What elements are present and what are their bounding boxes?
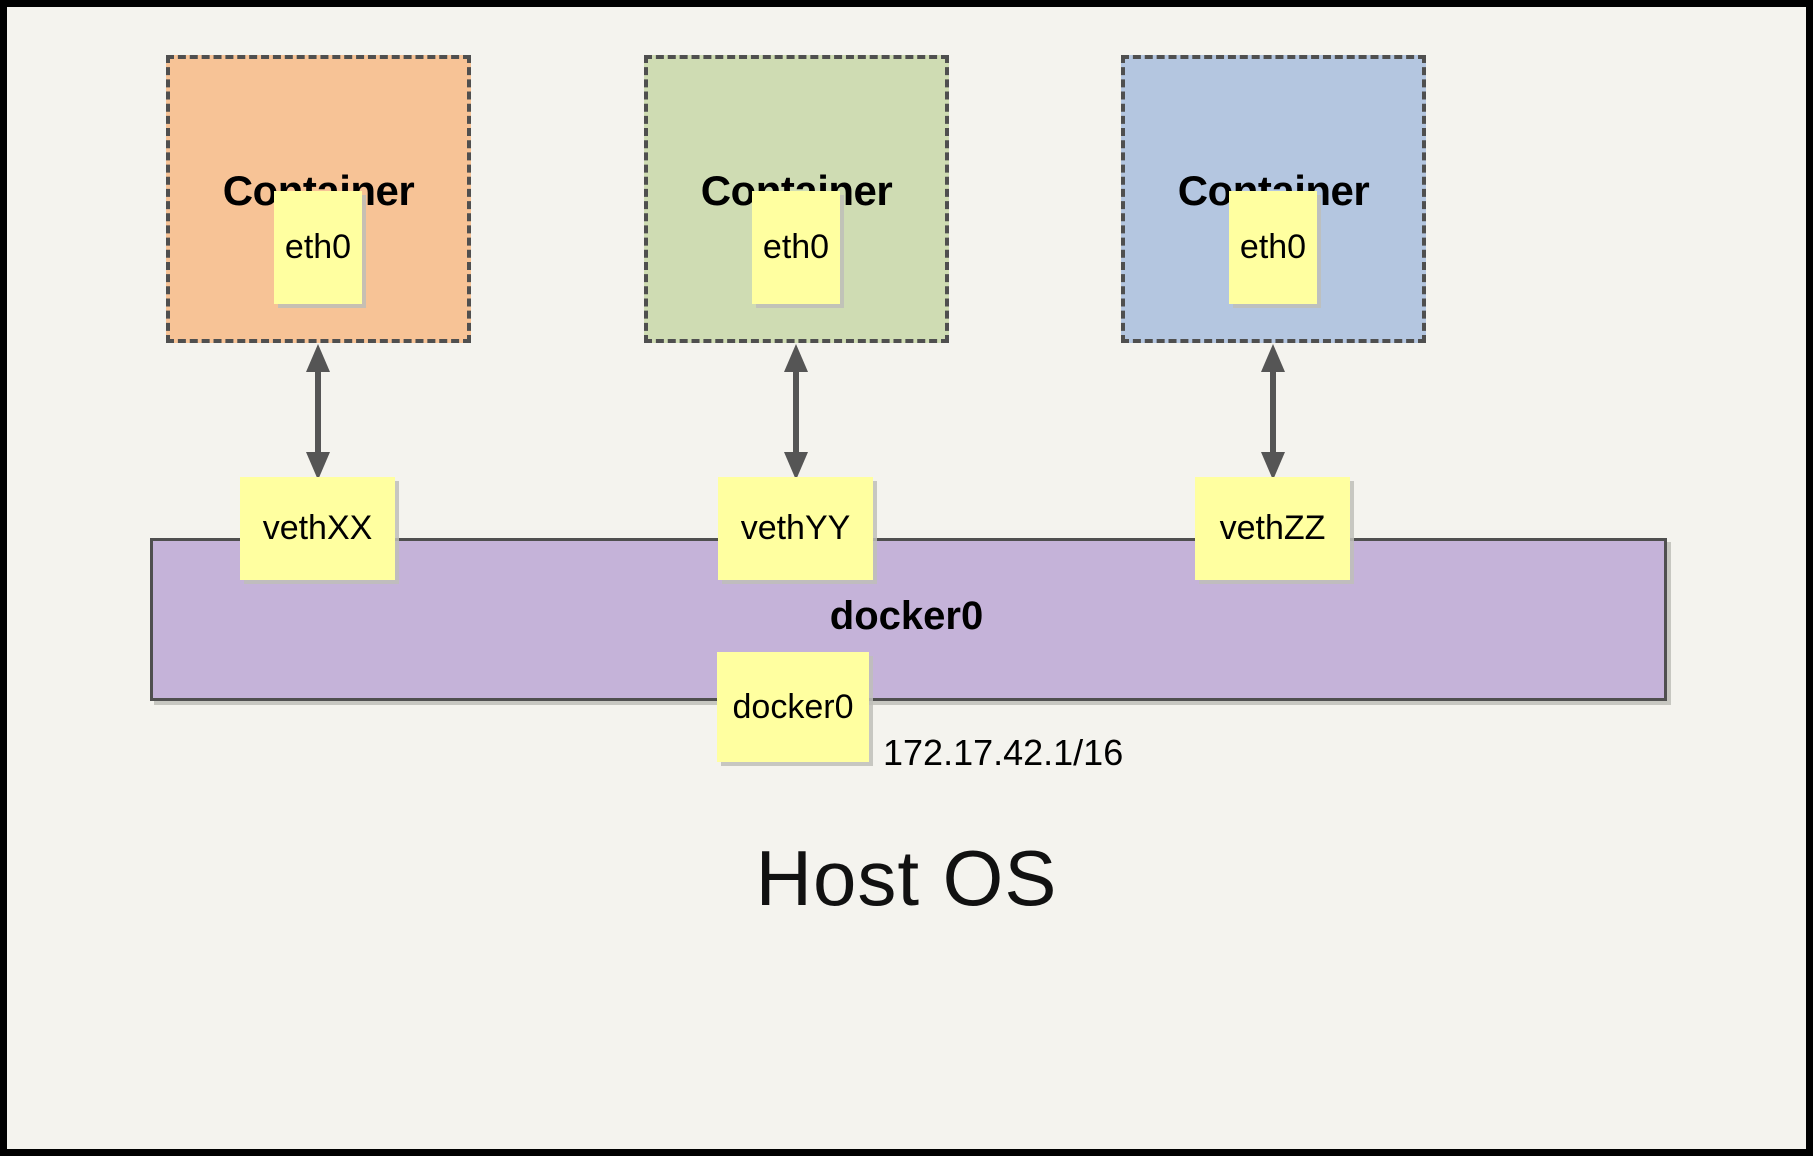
veth-node-3: vethZZ: [1195, 477, 1350, 580]
eth0-label-2: eth0: [762, 228, 830, 266]
eth0-node-3: eth0: [1229, 191, 1317, 304]
docker0-ip-address: 172.17.42.1/16: [883, 732, 1124, 773]
double-arrow-icon-2: [784, 344, 808, 480]
diagram-canvas: Container eth0 Container eth0 Container …: [7, 7, 1806, 1149]
docker0-interface-label: docker0: [732, 687, 854, 726]
veth-label-2: vethYY: [740, 509, 851, 547]
veth-node-1: vethXX: [240, 477, 395, 580]
host-os-label: Host OS: [755, 834, 1058, 922]
veth-label-3: vethZZ: [1219, 509, 1326, 547]
docker0-bridge-bar: [150, 538, 1667, 701]
eth0-node-1: eth0: [274, 191, 362, 304]
eth0-node-2: eth0: [752, 191, 840, 304]
docker0-interface-node: docker0: [717, 652, 869, 762]
veth-label-1: vethXX: [262, 509, 373, 547]
double-arrow-icon-1: [306, 344, 330, 480]
docker0-bridge-label: docker0: [829, 594, 984, 638]
eth0-label-3: eth0: [1239, 228, 1307, 266]
veth-node-2: vethYY: [718, 477, 873, 580]
double-arrow-icon-3: [1261, 344, 1285, 480]
eth0-label-1: eth0: [284, 228, 352, 266]
